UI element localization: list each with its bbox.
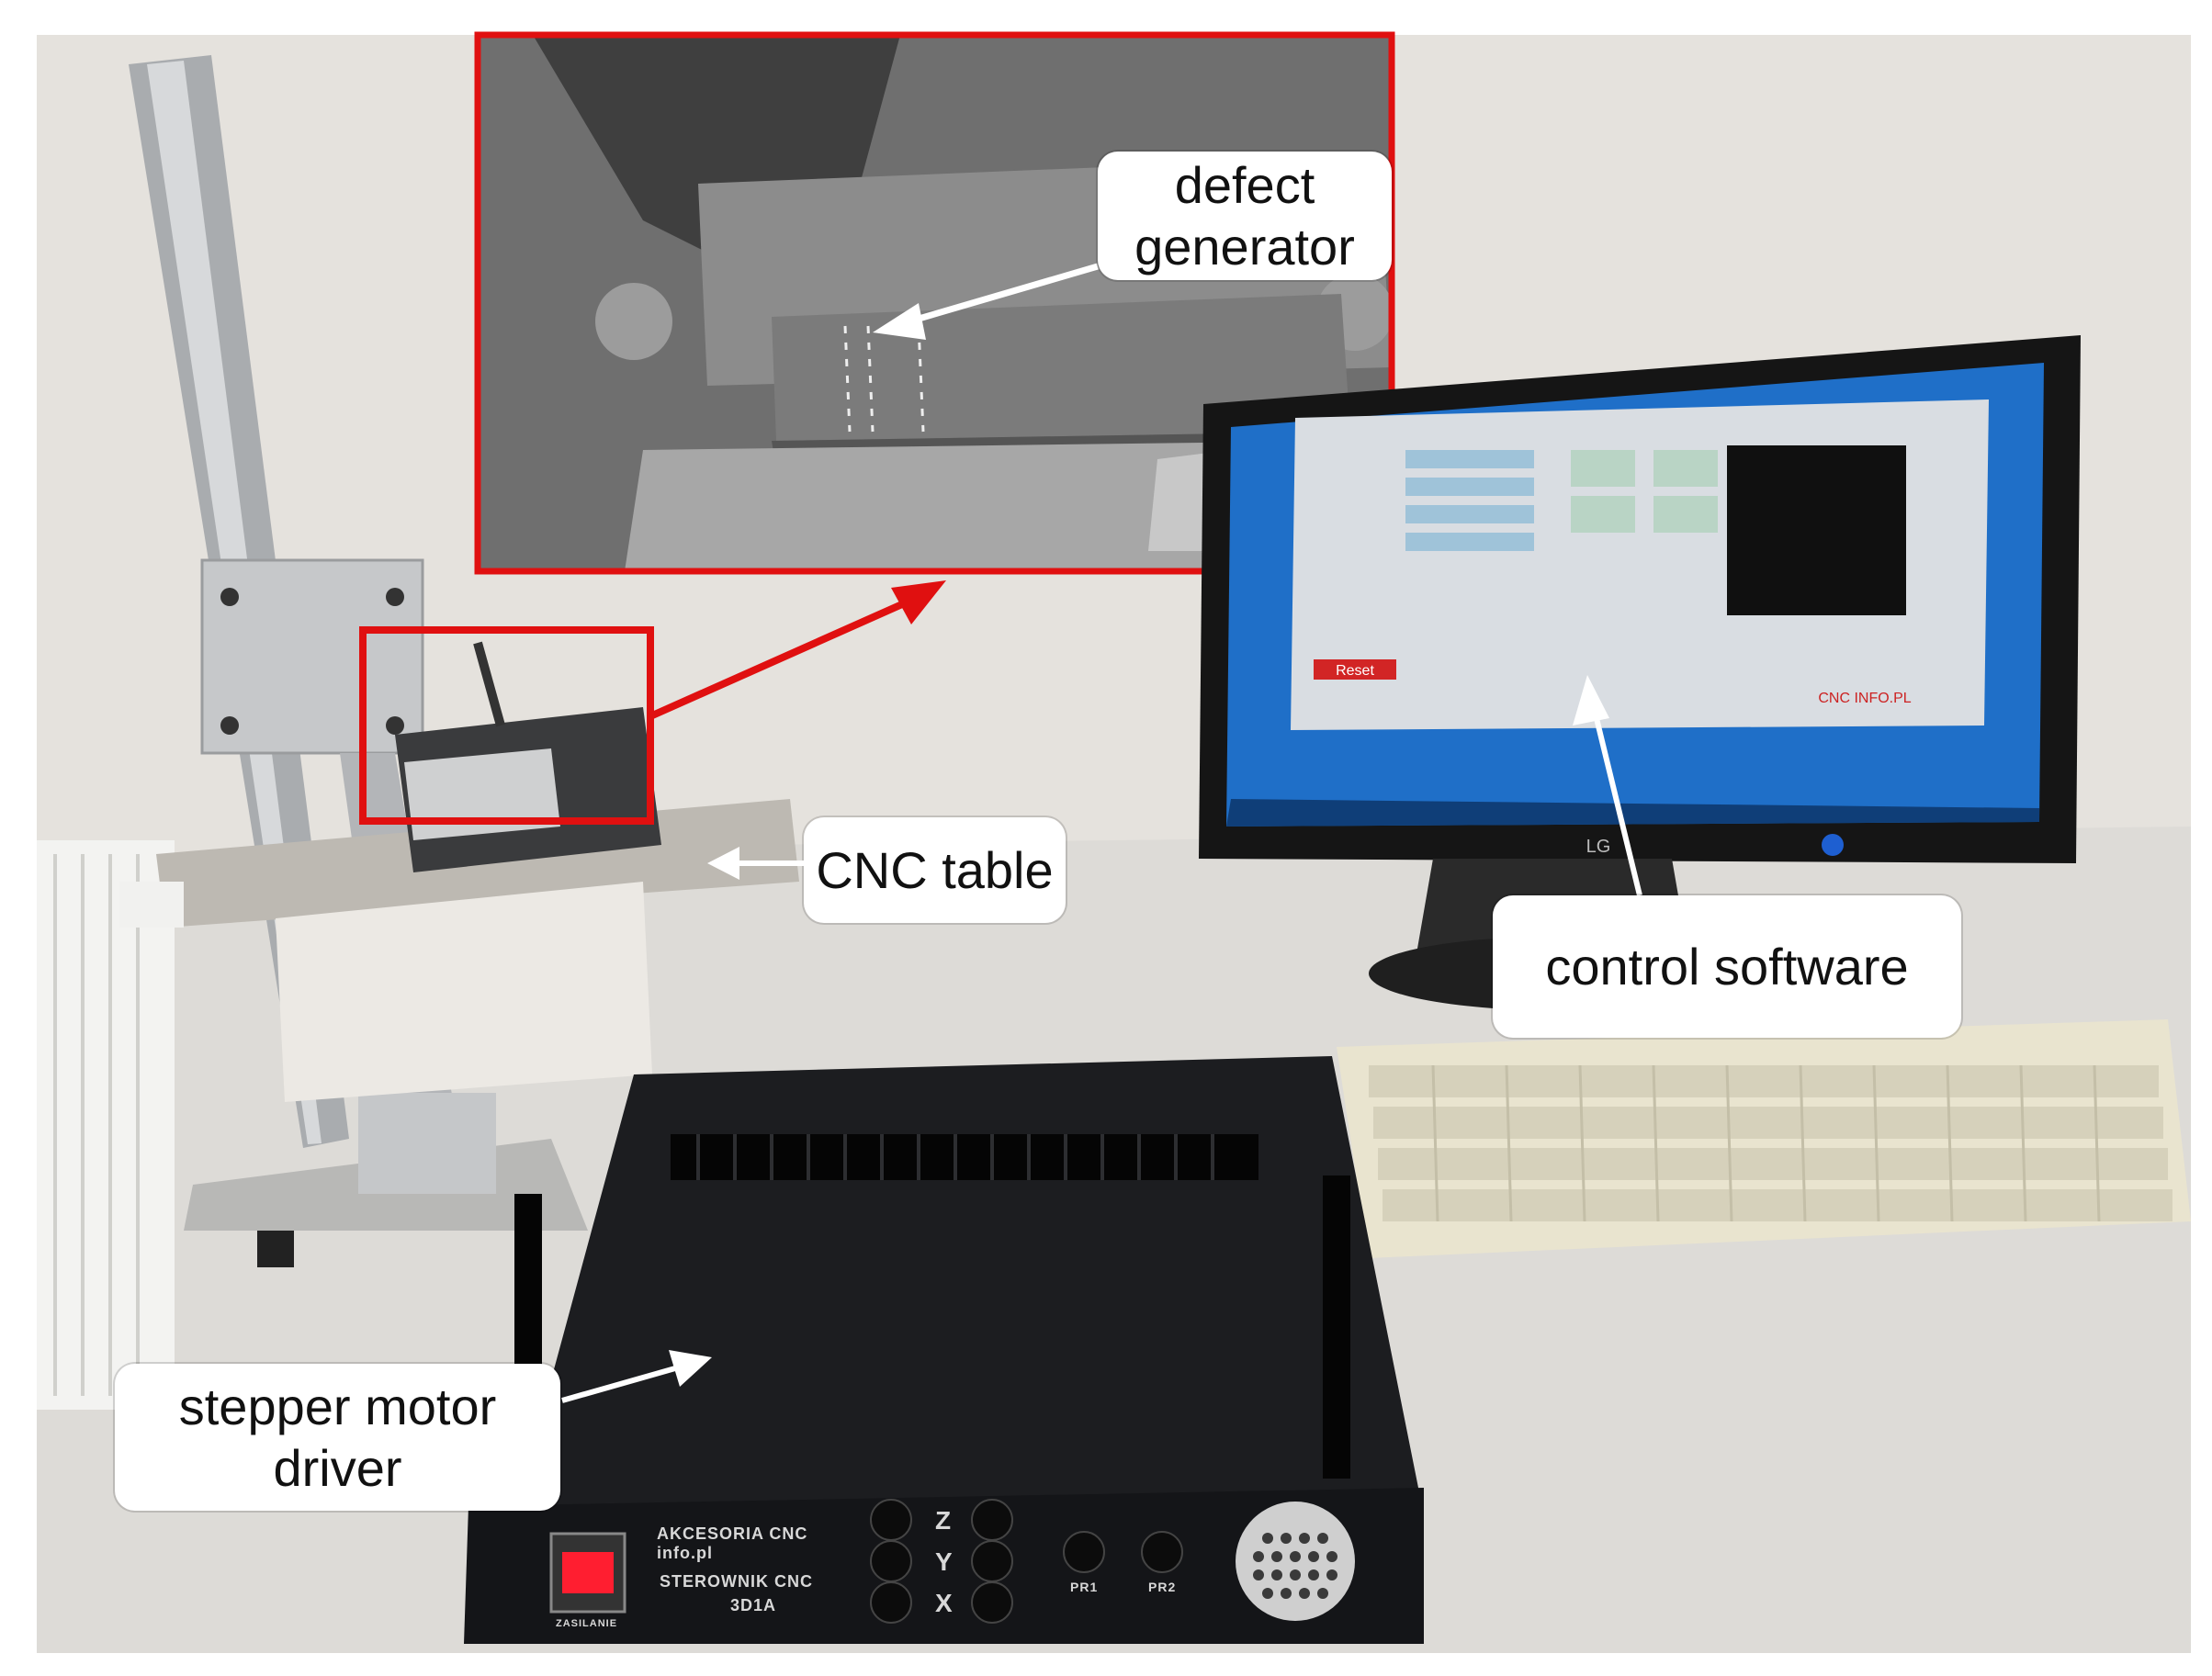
callout-stepper-motor-driver-text: stepper motor driver bbox=[178, 1377, 497, 1497]
port-2-label: PR2 bbox=[1148, 1580, 1177, 1594]
callout-stepper-motor-driver: stepper motor driver bbox=[115, 1364, 560, 1511]
cnc-stand bbox=[119, 55, 946, 1267]
radiator bbox=[37, 840, 175, 1410]
axis-y-label: Y bbox=[935, 1547, 954, 1576]
callout-cnc-table: CNC table bbox=[804, 817, 1066, 923]
driver-model-text: STEROWNIK CNC bbox=[660, 1572, 813, 1591]
screen-reset-button bbox=[1314, 659, 1396, 680]
callout-control-software-text: control software bbox=[1545, 937, 1909, 995]
callout-cnc-table-text: CNC table bbox=[816, 840, 1054, 899]
keyboard bbox=[1337, 1019, 2191, 1258]
monitor-brand-text: LG bbox=[1586, 837, 1611, 857]
highlight-box-small bbox=[359, 626, 654, 825]
screen-brand-text: CNC INFO.PL bbox=[1818, 691, 1911, 706]
screen-reset-text: Reset bbox=[1336, 663, 1374, 679]
callout-defect-generator-text: defect generator bbox=[1134, 155, 1355, 276]
callout-control-software: control software bbox=[1493, 895, 1961, 1038]
axis-x-label: X bbox=[935, 1589, 954, 1617]
callout-defect-generator: defect generator bbox=[1098, 152, 1392, 280]
inset-border bbox=[474, 31, 1395, 575]
power-switch-label: ZASILANIE bbox=[556, 1618, 618, 1629]
driver-brand-text: AKCESORIA CNC info.pl bbox=[657, 1524, 808, 1562]
port-1-label: PR1 bbox=[1070, 1580, 1099, 1594]
axis-z-label: Z bbox=[935, 1506, 953, 1535]
driver-model-code-text: 3D1A bbox=[730, 1596, 777, 1614]
monitor: Reset CNC INFO.PL LG bbox=[1199, 335, 2081, 1010]
